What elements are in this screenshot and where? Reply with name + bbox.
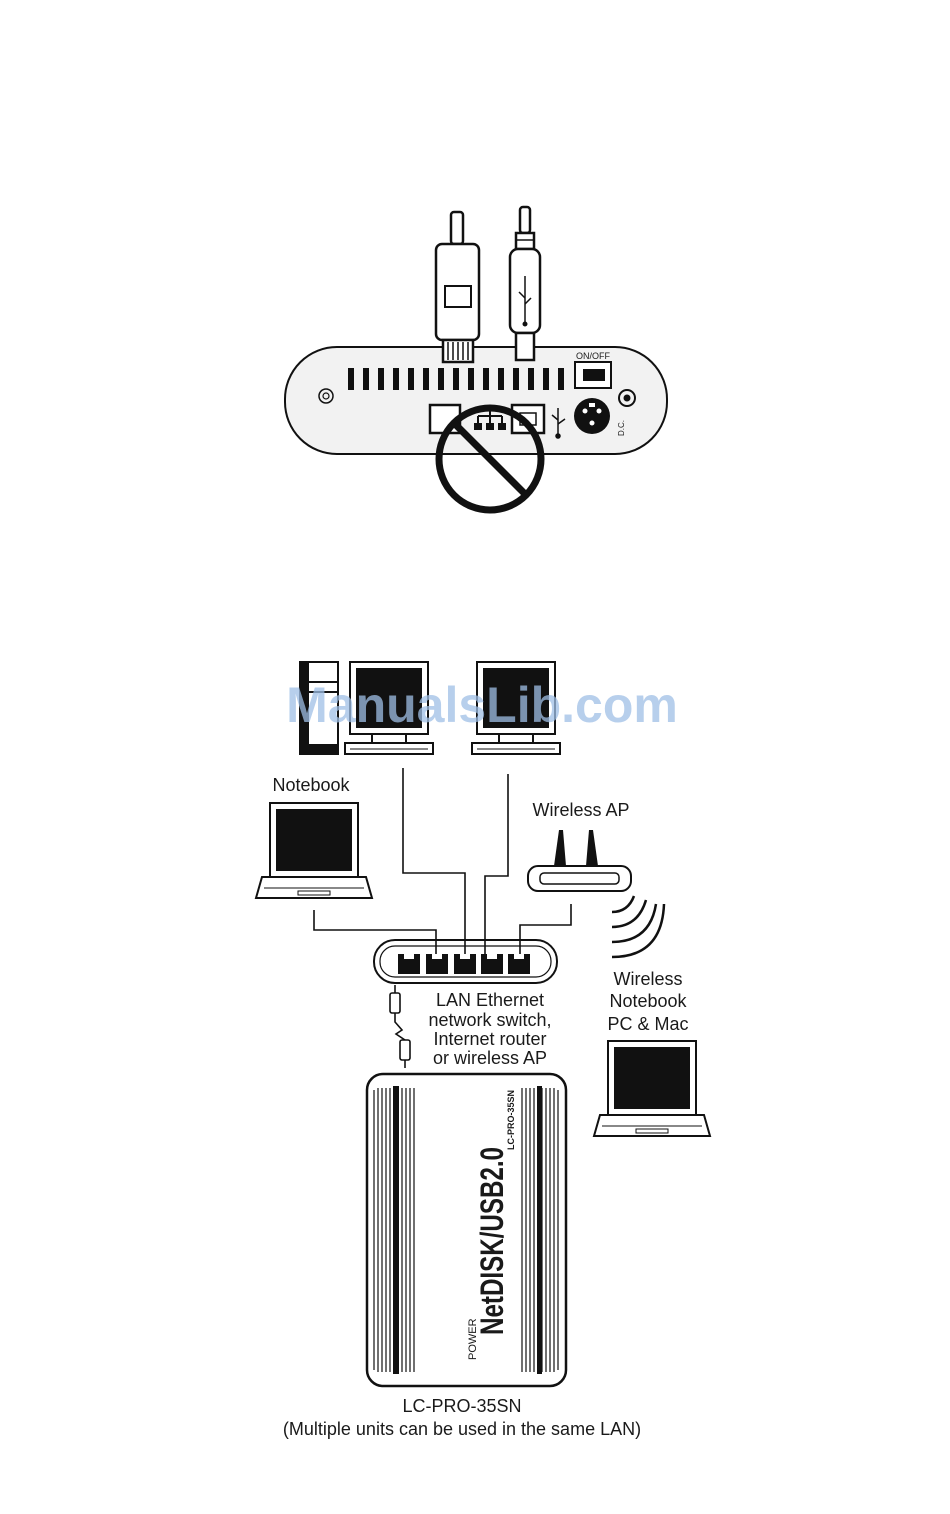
notebook-icon	[256, 803, 372, 898]
rear-panel-illustration: ON/OFF D.C.	[285, 207, 667, 510]
device-brand: NetDISK/USB2.0	[474, 1147, 510, 1335]
wireless-notebook-label-line-2: Notebook	[609, 991, 687, 1011]
usb-cable-plug	[510, 207, 540, 360]
power-port-icon	[574, 398, 610, 434]
wireless-ap-icon	[528, 830, 631, 891]
wireless-ap-label: Wireless AP	[532, 800, 629, 820]
wireless-signal-icon	[612, 896, 664, 957]
switch-label: ON/OFF	[576, 351, 610, 361]
netdisk-device: NetDISK/USB2.0 POWER LC-PRO-35SN	[367, 1074, 566, 1386]
network-diagram: ManualsLib.com Notebook Wireless AP	[256, 662, 710, 1439]
switch-label-line-4: or wireless AP	[433, 1048, 547, 1068]
caption-model: LC-PRO-35SN	[402, 1396, 521, 1416]
dc-label: D.C.	[617, 420, 626, 436]
device-brand-small: POWER	[467, 1318, 479, 1360]
ethernet-cable-icon	[390, 985, 410, 1068]
switch-label-line-2: network switch,	[428, 1010, 551, 1030]
wireless-notebook-icon	[594, 1041, 710, 1136]
wireless-notebook-label-line-1: Wireless	[613, 969, 682, 989]
caption-note: (Multiple units can be used in the same …	[283, 1419, 641, 1439]
device-model-on-case: LC-PRO-35SN	[506, 1090, 516, 1150]
switch-label-line-3: Internet router	[433, 1029, 546, 1049]
switch-label-line-1: LAN Ethernet	[436, 990, 544, 1010]
ethernet-cable-plug	[436, 212, 479, 362]
wireless-notebook-label-line-3: PC & Mac	[607, 1014, 688, 1034]
watermark: ManualsLib.com	[286, 677, 678, 733]
vent-slots	[348, 368, 564, 390]
notebook-label: Notebook	[272, 775, 350, 795]
